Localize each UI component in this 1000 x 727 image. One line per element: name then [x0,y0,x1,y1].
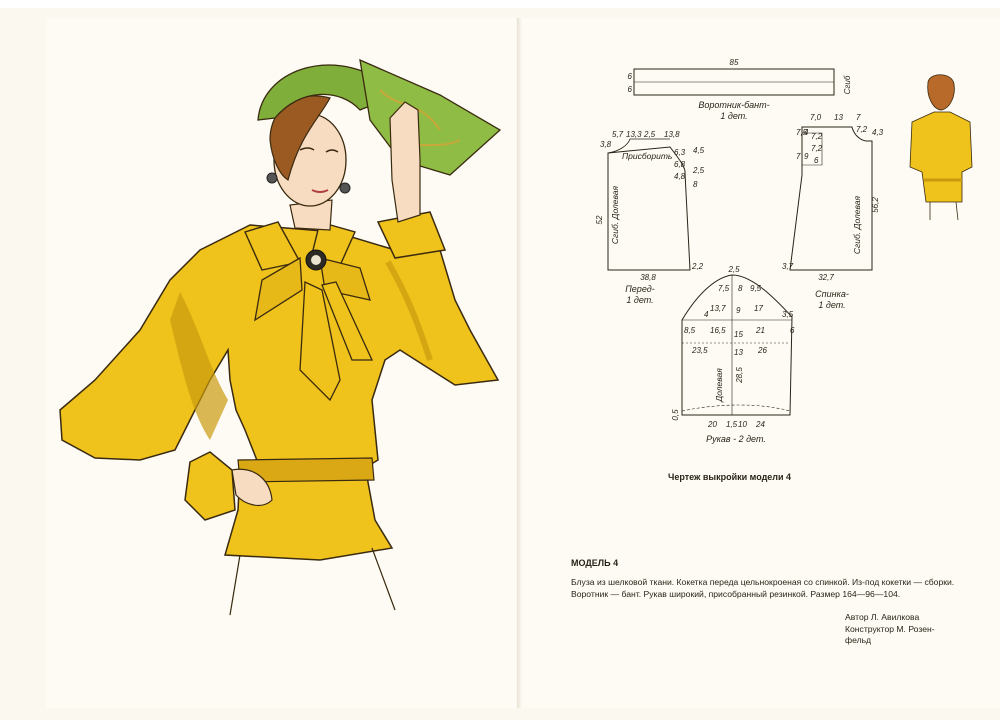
sleeve-cap-8: 9 [736,306,741,315]
front-neck-drop: 3,8 [600,140,612,149]
back-side-8: 4,3 [872,128,884,137]
sleeve-cap-6: 17 [754,304,763,313]
sleeve-bottom-5: 24 [755,420,765,429]
sleeve-row1-1: 8,5 [684,326,696,335]
front-side-6: 8 [693,180,698,189]
sleeve-row2-2: 13 [734,348,743,357]
back-view-illustration [909,74,973,221]
front-side-5: 2,5 [692,166,705,175]
front-side-3: 4,8 [674,172,686,181]
back-side-3: 9 [804,152,809,161]
sleeve-bottom-4: 10 [738,420,747,429]
front-hem-side: 2,2 [691,262,704,271]
fashion-illustration [59,58,502,616]
collar-height-a: 6 [628,72,633,81]
front-top-2: 13,3 [626,130,642,139]
back-side-5: 7,2 [811,132,823,141]
back-hem-width: 32,7 [818,273,834,282]
front-label: Перед- [625,284,654,294]
back-side-2: 7 [796,152,801,161]
author-credit: Автор Л. Авилкова [845,612,920,622]
back-top-1: 7,0 [810,113,822,122]
sleeve-label: Рукав - 2 дет. [706,434,766,444]
sleeve-cap-1: 2,5 [727,265,740,274]
back-count: 1 дет. [818,300,845,310]
front-grain: Сгиб. Долевая [610,185,620,244]
credits: Автор Л. Авилкова Конструктор М. Розен- … [845,612,985,647]
sleeve-row2-1: 23,5 [691,346,708,355]
sleeve-length: 28,5 [735,367,744,384]
back-top-2: 13 [834,113,843,122]
head-drawing [257,58,502,231]
sleeve-cap-5: 13,7 [710,304,726,313]
page-fold [517,18,522,708]
sleeve-cap-4: 9,5 [750,284,762,293]
collar-draft: 85 6 6 Сгиб Воротник-бант- 1 дет. [628,58,852,121]
collar-fold: Сгиб [843,75,852,94]
back-side-6: 7,2 [811,144,823,153]
sleeve-bottom-1: 0,5 [671,409,680,421]
model-title: МОДЕЛЬ 4 [571,558,619,568]
sleeve-bottom-2: 20 [707,420,717,429]
back-side-1: 7,5 [796,128,808,137]
front-side-4: 4,5 [693,146,705,155]
pattern-caption: Чертеж выкройки модели 4 [668,472,792,482]
collar-length: 85 [730,58,739,67]
blouse-drawing [59,211,500,616]
front-top-3: 2,5 [643,130,656,139]
sleeve-cap-2: 7,5 [718,284,730,293]
sleeve-cap-3: 8 [738,284,743,293]
sleeve-bottom-3: 1,5 [726,420,738,429]
back-height: 56,2 [871,197,880,213]
model-description: Блуза из шелковой ткани. Кокетка переда … [571,577,955,599]
back-grain: Сгиб. Долевая [852,195,862,254]
front-height: 52 [595,215,604,224]
collar-height-b: 6 [628,85,633,94]
back-hem-left: 3,7 [782,262,794,271]
sleeve-cap-7: 4 [704,310,709,319]
back-side-4: 4 [804,128,809,137]
sleeve-cap-9: 3,5 [782,310,794,319]
front-side-2: 6,8 [674,160,686,169]
sleeve-row1-2: 16,5 [710,326,726,335]
sleeve-row2-3: 26 [757,346,767,355]
sleeve-row1-4: 21 [755,326,765,335]
front-top-1: 5,7 [612,130,624,139]
sleeve-draft: 2,5 7,5 8 9,5 13,7 17 4 9 3,5 8,5 16,5 1… [671,265,795,444]
collar-label: Воротник-бант- [698,100,769,110]
front-draft: 5,7 13,3 2,5 13,8 Присборить 6,3 6,8 4,8… [595,130,705,305]
constructor-credit-line2: фельд [845,635,872,645]
front-hem-width: 38,8 [640,273,656,282]
back-top-3: 7 [856,113,861,122]
back-label: Спинка- [815,289,849,299]
sleeve-row1-3: 15 [734,330,743,339]
front-side-1: 6,3 [674,148,686,157]
back-side-7: 6 [814,156,819,165]
front-count: 1 дет. [626,295,653,305]
constructor-credit-line1: Конструктор М. Розен- [845,623,935,634]
front-top-4: 13,8 [664,130,680,139]
pattern-drawing: 85 6 6 Сгиб Воротник-бант- 1 дет. 5,7 13… [595,58,884,444]
front-yoke-note: Присборить [622,151,672,161]
collar-count: 1 дет. [720,111,747,121]
back-draft: 7,0 13 7 7,5 7 9 4 7,2 7,2 6 4,3 7,2 Сги… [782,113,884,310]
sleeve-grain: Долевая [714,368,724,403]
back-side-9: 7,2 [856,125,868,134]
sleeve-row1-5: 6 [790,326,795,335]
